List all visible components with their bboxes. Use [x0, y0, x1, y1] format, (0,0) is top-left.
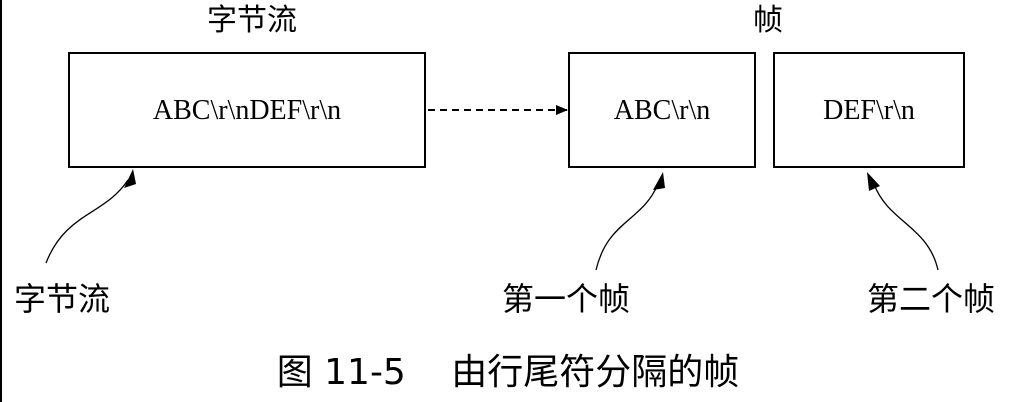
frame-1-pointer [595, 183, 659, 271]
figure-caption: 图 11-5 由行尾符分隔的帧 [277, 352, 740, 393]
page-left-border [0, 0, 2, 402]
byte-stream-pointer-arrowhead [124, 169, 136, 188]
byte-stream-title: 字节流 [207, 3, 297, 38]
second-frame-label: 第二个帧 [867, 280, 995, 318]
byte-stream-pointer [45, 179, 129, 264]
frame-1-content: ABC\r\n [614, 95, 710, 126]
frame-1-pointer-arrowhead [653, 172, 665, 190]
figure-title: 由行尾符分隔的帧 [451, 352, 739, 393]
frames-title: 帧 [753, 3, 783, 38]
frame-2-box [773, 52, 965, 168]
frame-2-pointer-arrowhead [867, 172, 880, 191]
byte-stream-label: 字节流 [14, 280, 110, 318]
byte-stream-content: ABC\r\nDEF\r\n [153, 95, 341, 126]
frame-1-box [568, 52, 756, 168]
frame-2-content: DEF\r\n [823, 95, 915, 126]
first-frame-label: 第一个帧 [502, 280, 630, 318]
figure-number: 图 11-5 [277, 352, 406, 393]
frame-2-pointer [873, 183, 939, 271]
byte-stream-box [68, 52, 426, 168]
